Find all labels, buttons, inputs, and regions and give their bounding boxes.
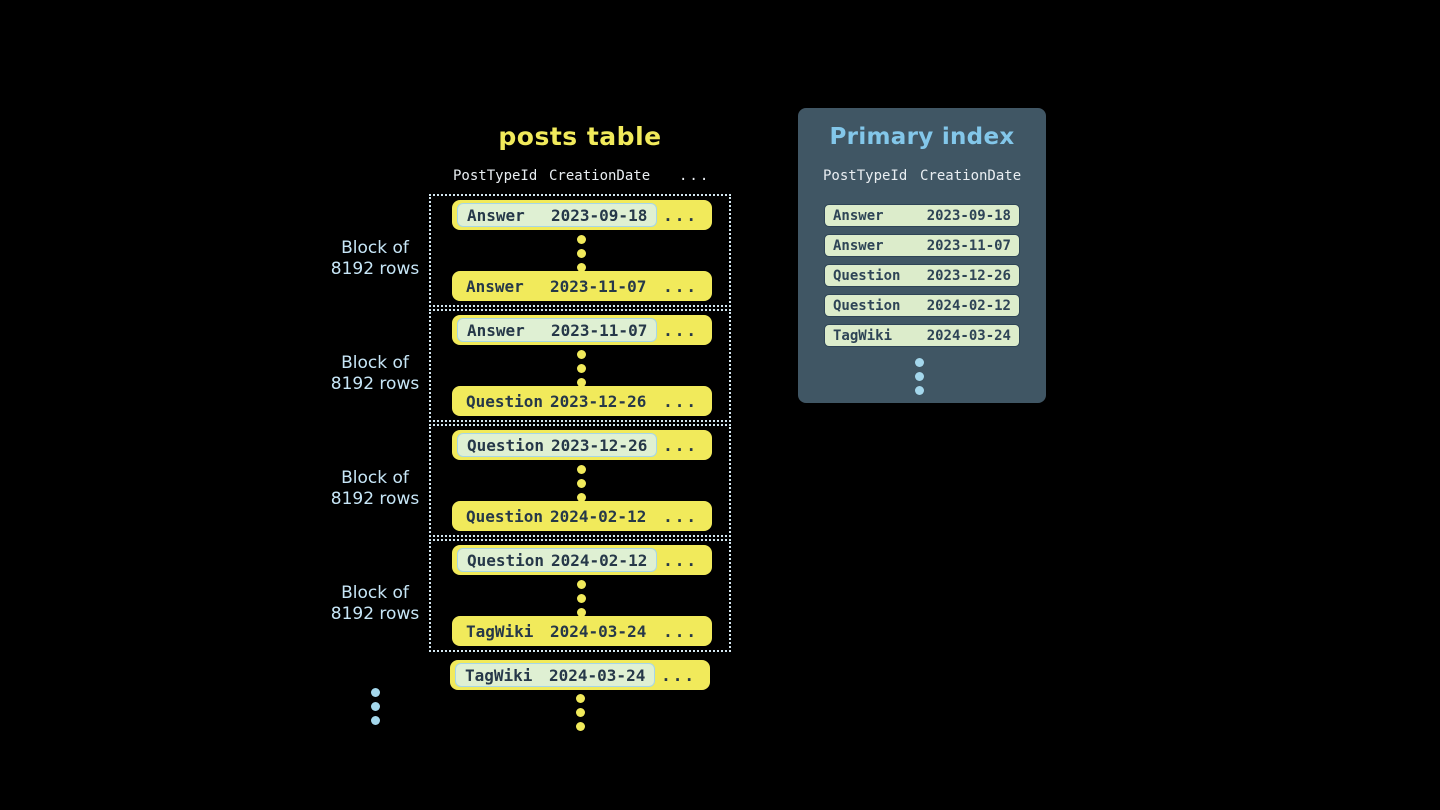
row-type-cell: TagWiki xyxy=(833,327,893,344)
row-type-cell: TagWiki xyxy=(466,621,534,641)
row-type-cell: Answer xyxy=(833,237,884,254)
index-key-highlight: Answer 2023-11-07 xyxy=(457,318,658,342)
ellipsis-dots-yellow xyxy=(577,465,586,502)
row-ellipsis: ... xyxy=(663,506,698,526)
table-row-last: Answer 2023-11-07 ... xyxy=(452,271,712,301)
row-date-cell: 2023-12-26 xyxy=(550,391,647,411)
row-date-cell: 2023-11-07 xyxy=(551,320,648,340)
table-row-last: TagWiki 2024-03-24 ... xyxy=(452,616,712,646)
row-block-2: Answer 2023-11-07 ... Question 2023-12-2… xyxy=(429,309,731,422)
col-ellipsis: ... xyxy=(679,168,711,184)
row-date-cell: 2024-02-12 xyxy=(551,550,648,570)
table-row-first: TagWiki 2024-03-24 ... xyxy=(450,660,710,690)
col-posttypeid: PostTypeId xyxy=(453,168,538,184)
overflow-row: TagWiki 2024-03-24 ... xyxy=(450,660,710,690)
col-creationdate: CreationDate xyxy=(920,168,1022,184)
index-key-highlight: TagWiki 2024-03-24 xyxy=(455,663,656,687)
posts-table-column-header: PostTypeId CreationDate ... xyxy=(429,168,731,186)
row-ellipsis: ... xyxy=(663,276,698,296)
row-date-cell: 2023-11-07 xyxy=(550,276,647,296)
ellipsis-dots-yellow xyxy=(577,580,586,617)
block-label-line1: Block of xyxy=(341,583,409,603)
row-ellipsis: ... xyxy=(663,435,698,455)
row-type-cell: Question xyxy=(466,391,544,411)
table-row-last: Question 2024-02-12 ... xyxy=(452,501,712,531)
index-row-1: Answer 2023-09-18 xyxy=(824,204,1020,227)
index-row-3: Question 2023-12-26 xyxy=(824,264,1020,287)
table-row-first: Question 2023-12-26 ... xyxy=(452,430,712,460)
row-ellipsis: ... xyxy=(661,665,696,685)
primary-index-column-header: PostTypeId CreationDate xyxy=(798,168,1046,186)
table-row-first: Question 2024-02-12 ... xyxy=(452,545,712,575)
row-block-4: Question 2024-02-12 ... TagWiki 2024-03-… xyxy=(429,539,731,652)
row-type-cell: Answer xyxy=(467,320,525,340)
ellipsis-dots-yellow xyxy=(577,235,586,272)
row-ellipsis: ... xyxy=(663,205,698,225)
block-label-line2: 8192 rows xyxy=(330,374,420,394)
primary-index-panel: Primary index PostTypeId CreationDate An… xyxy=(798,108,1046,403)
table-row-first: Answer 2023-09-18 ... xyxy=(452,200,712,230)
ellipsis-dots-blue xyxy=(915,358,924,395)
col-creationdate: CreationDate xyxy=(549,168,651,184)
row-type-cell: Question xyxy=(467,435,545,455)
row-date-cell: 2023-09-18 xyxy=(926,207,1011,224)
index-row-4: Question 2024-02-12 xyxy=(824,294,1020,317)
row-ellipsis: ... xyxy=(663,550,698,570)
row-date-cell: 2024-02-12 xyxy=(926,297,1011,314)
row-type-cell: Answer xyxy=(466,276,524,296)
row-date-cell: 2023-12-26 xyxy=(551,435,648,455)
block-label-4: Block of 8192 rows xyxy=(309,583,441,625)
row-type-cell: Answer xyxy=(833,207,884,224)
index-row-5: TagWiki 2024-03-24 xyxy=(824,324,1020,347)
row-ellipsis: ... xyxy=(663,391,698,411)
row-type-cell: Question xyxy=(467,550,545,570)
row-type-cell: Question xyxy=(833,267,901,284)
col-posttypeid: PostTypeId xyxy=(823,168,908,184)
index-key-highlight: Answer 2023-09-18 xyxy=(457,203,658,227)
ellipsis-dots-blue xyxy=(371,688,380,725)
row-date-cell: 2024-03-24 xyxy=(550,621,647,641)
block-label-line1: Block of xyxy=(341,468,409,488)
block-label-line2: 8192 rows xyxy=(330,604,420,624)
posts-table-title: posts table xyxy=(498,122,662,151)
row-ellipsis: ... xyxy=(663,320,698,340)
index-key-highlight: Question 2023-12-26 xyxy=(457,433,658,457)
block-label-line1: Block of xyxy=(341,238,409,258)
row-type-cell: TagWiki xyxy=(465,665,533,685)
row-date-cell: 2024-03-24 xyxy=(926,327,1011,344)
table-row-last: Question 2023-12-26 ... xyxy=(452,386,712,416)
ellipsis-dots-yellow xyxy=(577,350,586,387)
row-type-cell: Question xyxy=(466,506,544,526)
row-block-1: Answer 2023-09-18 ... Answer 2023-11-07 … xyxy=(429,194,731,307)
row-date-cell: 2023-12-26 xyxy=(926,267,1011,284)
index-key-highlight: Question 2024-02-12 xyxy=(457,548,658,572)
table-row-first: Answer 2023-11-07 ... xyxy=(452,315,712,345)
block-label-3: Block of 8192 rows xyxy=(309,468,441,510)
block-label-line2: 8192 rows xyxy=(330,259,420,279)
primary-index-title: Primary index xyxy=(829,124,1015,150)
row-type-cell: Answer xyxy=(467,205,525,225)
row-date-cell: 2023-09-18 xyxy=(551,205,648,225)
row-ellipsis: ... xyxy=(663,621,698,641)
block-label-1: Block of 8192 rows xyxy=(309,238,441,280)
ellipsis-dots-yellow xyxy=(576,694,585,731)
block-label-line2: 8192 rows xyxy=(330,489,420,509)
row-type-cell: Question xyxy=(833,297,901,314)
block-label-line1: Block of xyxy=(341,353,409,373)
index-row-2: Answer 2023-11-07 xyxy=(824,234,1020,257)
row-block-3: Question 2023-12-26 ... Question 2024-02… xyxy=(429,424,731,537)
row-date-cell: 2024-02-12 xyxy=(550,506,647,526)
row-date-cell: 2024-03-24 xyxy=(549,665,646,685)
row-date-cell: 2023-11-07 xyxy=(926,237,1011,254)
block-label-2: Block of 8192 rows xyxy=(309,353,441,395)
